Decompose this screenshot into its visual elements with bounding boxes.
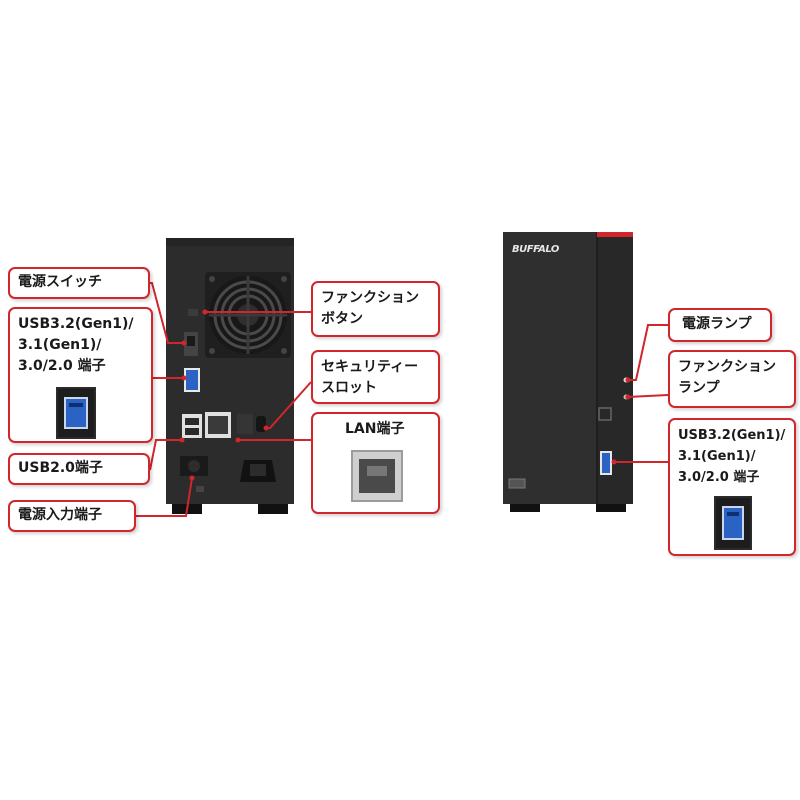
label-power-input: 電源入力端子 — [18, 507, 102, 523]
callout-usb20: USB2.0端子 — [8, 453, 150, 485]
usb3-port-thumbnail — [56, 387, 96, 439]
lan-port-thumbnail — [351, 450, 403, 502]
badge-icon — [508, 478, 526, 489]
callout-power-lamp: 電源ランプ — [668, 308, 772, 342]
callout-security-slot: セキュリティー スロット — [311, 350, 440, 404]
label-lan: LAN端子 — [345, 421, 405, 437]
rear-device — [166, 238, 294, 514]
usb3-port-thumbnail-front — [714, 496, 752, 550]
callout-function-button: ファンクション ボタン — [311, 281, 440, 337]
brand-logo: BUFFALO — [512, 244, 559, 255]
front-button-icon — [598, 407, 612, 421]
callout-usb32-front: USB3.2(Gen1)/ 3.1(Gen1)/ 3.0/2.0 端子 — [668, 418, 796, 556]
callout-function-lamp: ファンクション ランプ — [668, 350, 796, 408]
callout-power-input: 電源入力端子 — [8, 500, 136, 532]
callout-power-switch: 電源スイッチ — [8, 267, 150, 299]
label-power-switch: 電源スイッチ — [18, 274, 102, 290]
label-usb20: USB2.0端子 — [18, 460, 103, 476]
callout-lan: LAN端子 — [311, 412, 440, 514]
callout-usb32-rear: USB3.2(Gen1)/ 3.1(Gen1)/ 3.0/2.0 端子 — [8, 307, 153, 443]
label-power-lamp: 電源ランプ — [682, 316, 752, 332]
front-device — [503, 232, 633, 512]
top-accent-bar — [597, 232, 633, 237]
fan-icon — [205, 272, 291, 358]
function-button-icon — [188, 309, 198, 316]
